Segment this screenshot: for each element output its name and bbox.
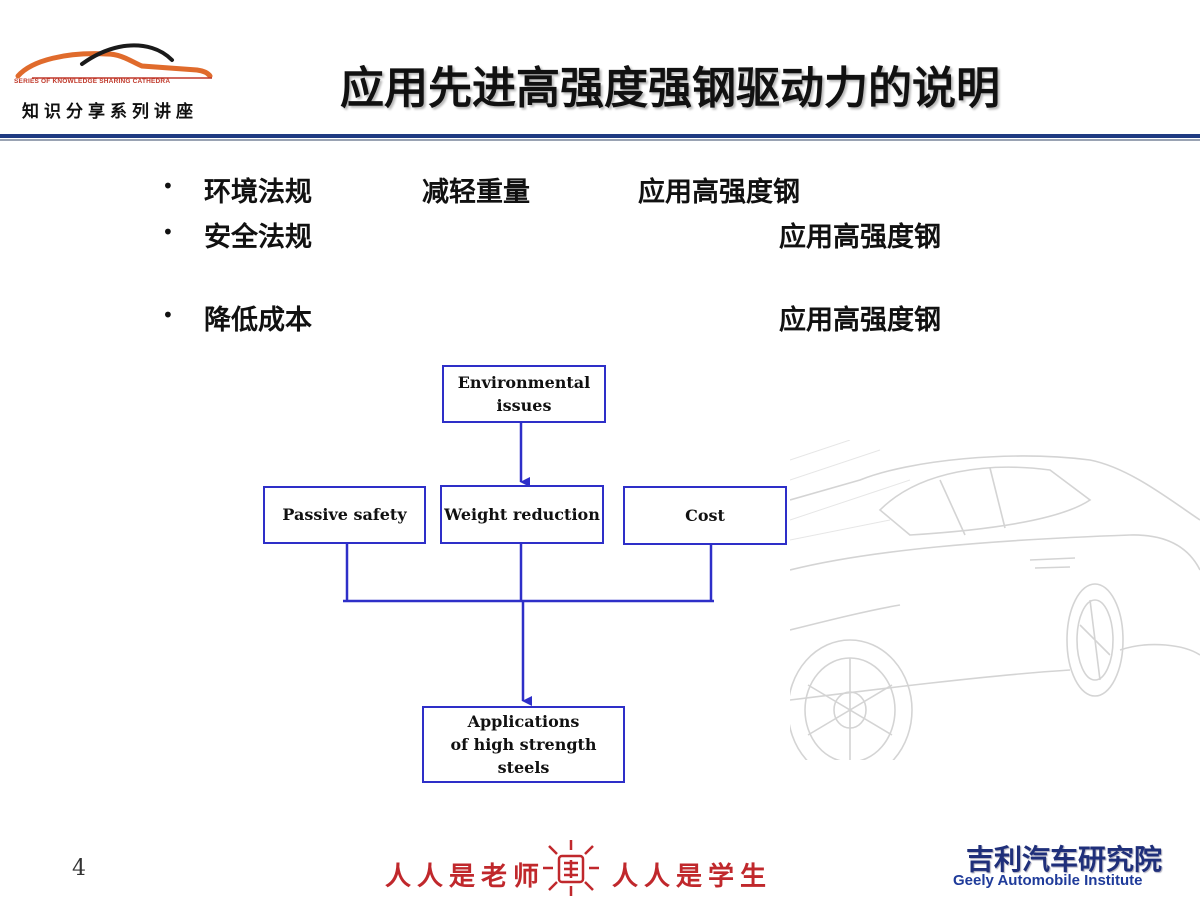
page-number: 4 — [72, 856, 86, 881]
logo-tagline: SERIES OF KNOWLEDGE SHARING CATHEDRA — [14, 78, 171, 85]
institute-name-en: Geely Automobile Institute — [953, 872, 1143, 889]
motto-right: 人人是学生 — [612, 862, 773, 892]
bullet-label-cost: 降低成本 — [204, 305, 312, 336]
box-environmental-issues: Environmental issues — [442, 365, 606, 423]
bullet-label-environment: 环境法规 — [204, 177, 312, 208]
box-applications: Applications of high strength steels — [422, 706, 625, 783]
bullet-right-steel: 应用高强度钢 — [779, 222, 941, 253]
logo-series-name: 知识分享系列讲座 — [22, 102, 198, 122]
bullet-right-steel: 应用高强度钢 — [779, 305, 941, 336]
slide-title: 应用先进高强度强钢驱动力的说明 — [340, 63, 1000, 114]
bullet-dot-icon: • — [162, 220, 174, 244]
box-passive-safety: Passive safety — [263, 486, 426, 544]
bullet-middle-weight: 减轻重量 — [422, 177, 530, 208]
box-weight-reduction: Weight reduction — [440, 485, 604, 544]
car-silhouette-logo-icon — [15, 43, 213, 79]
title-divider — [0, 134, 1200, 138]
car-sketch-illustration — [790, 440, 1200, 760]
bullet-dot-icon: • — [162, 303, 174, 327]
bullet-right-steel: 应用高强度钢 — [638, 177, 800, 208]
motto-left: 人人是老师 — [385, 862, 546, 892]
series-logo: SERIES OF KNOWLEDGE SHARING CATHEDRA 知识分… — [12, 40, 217, 122]
institute-name-cn: 吉利汽车研究院 — [966, 843, 1163, 876]
seal-emblem-icon — [543, 840, 599, 896]
title-divider-shadow — [0, 139, 1200, 141]
box-cost: Cost — [623, 486, 787, 545]
bullet-label-safety: 安全法规 — [204, 222, 312, 253]
bullet-dot-icon: • — [162, 174, 174, 198]
